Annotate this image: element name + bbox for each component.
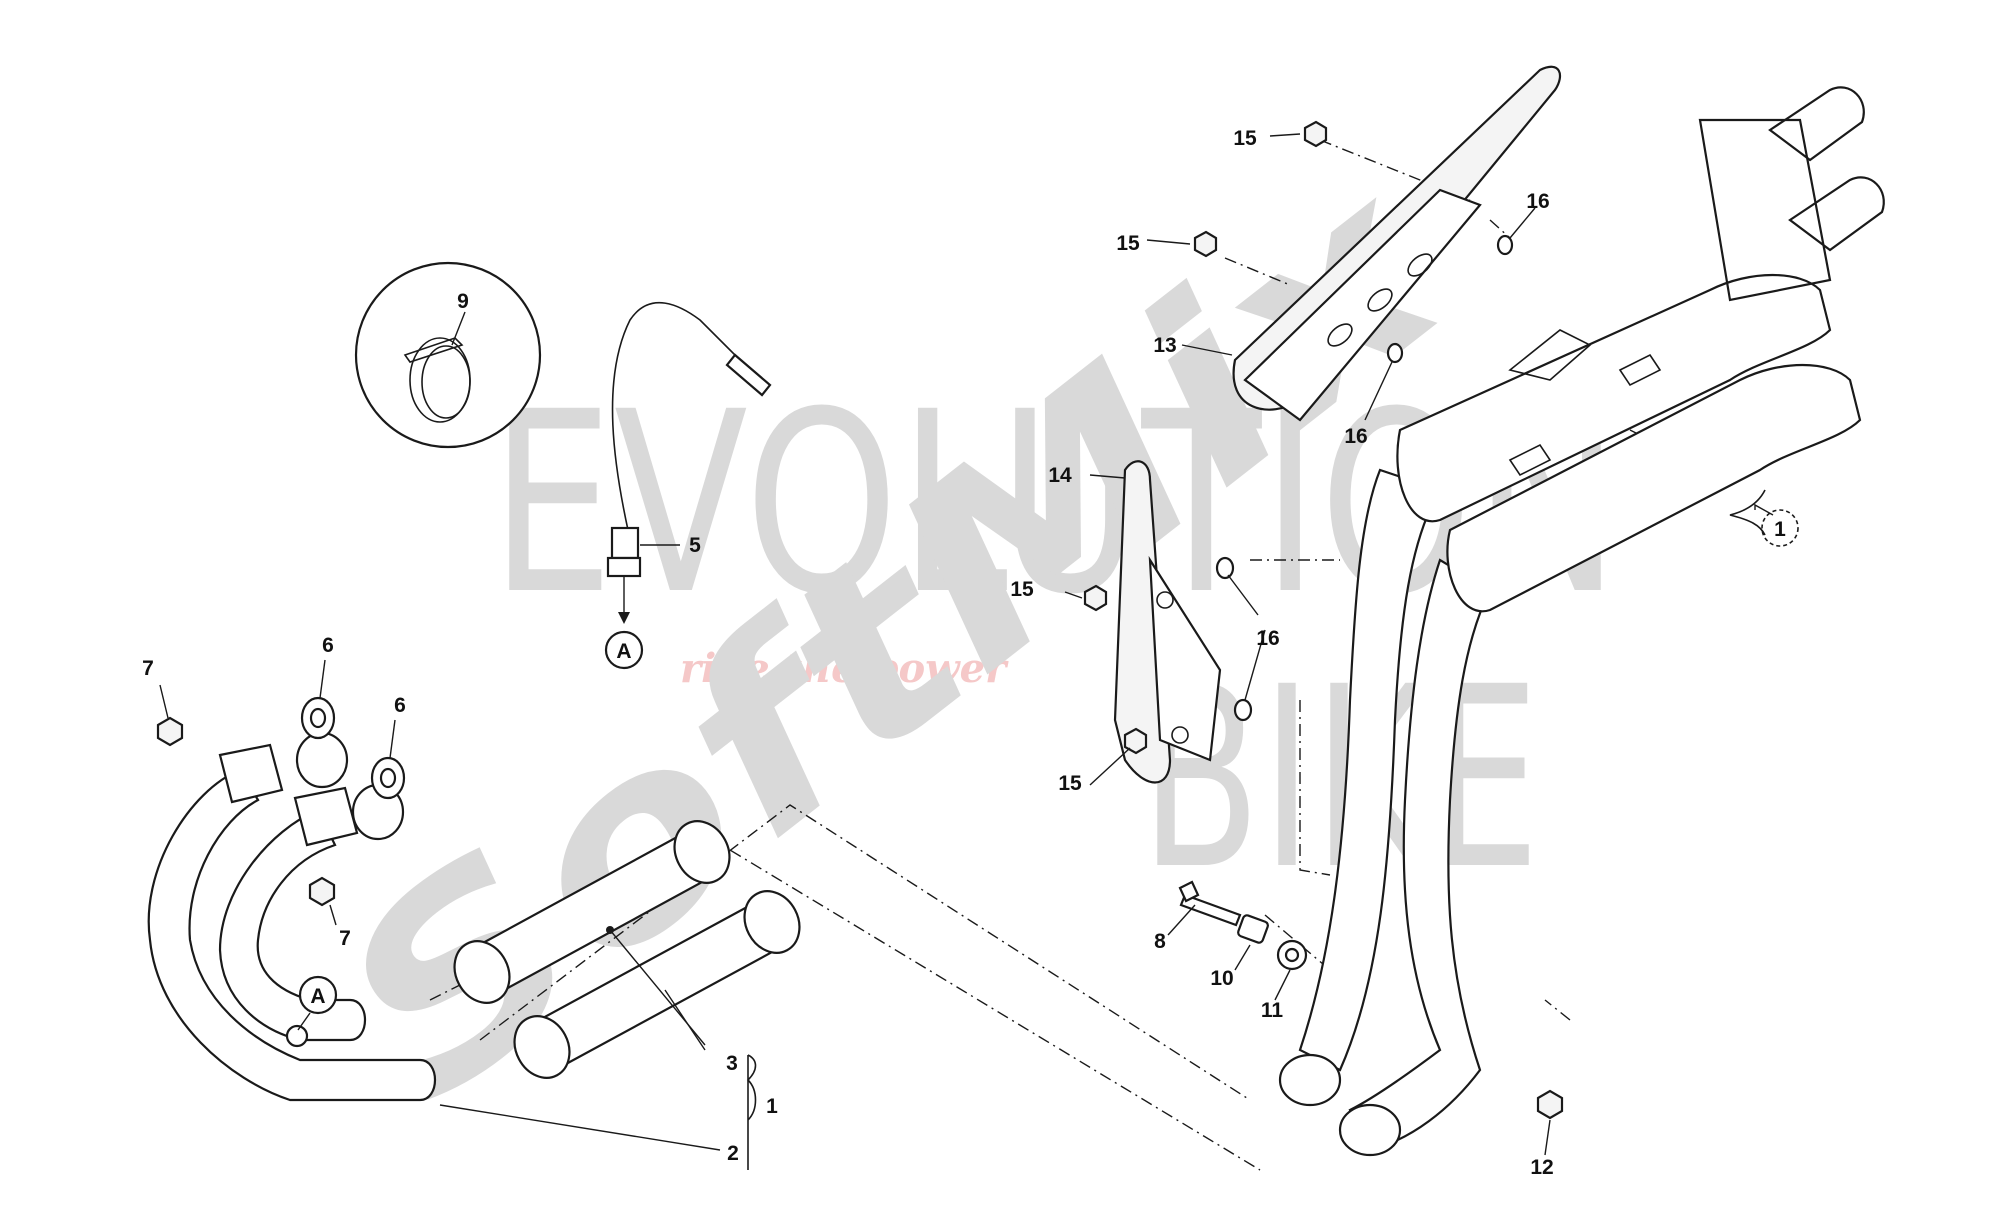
callout-7-upper: 7 [142,657,154,680]
callout-9: 9 [457,290,469,313]
ref-a-pipe-label: A [310,985,325,1008]
lambda-sensor [606,301,772,624]
callout-labels: 9 5 7 6 6 7 3 1 2 8 10 11 12 13 14 15 15… [142,127,1554,1179]
callout-11: 11 [1261,999,1284,1022]
callout-15-top: 15 [1233,127,1257,150]
callout-15-guard-lower: 15 [1058,772,1082,795]
heat-guard-14 [1113,460,1222,784]
callout-5: 5 [689,534,701,557]
callout-12: 12 [1530,1156,1553,1179]
callout-16-guard: 16 [1256,627,1279,650]
clamp-detail [354,261,542,449]
ref-a-pipe-circle [298,975,338,1015]
heat-shield-13 [1232,65,1562,422]
callout-10: 10 [1210,967,1233,990]
ref-1-circle-label: 1 [1774,518,1786,541]
ref-a-top-circle [604,630,644,670]
ref-a-top-label: A [616,640,631,663]
callout-15-mid: 15 [1116,232,1140,255]
callout-14: 14 [1048,464,1072,487]
rear-mufflers [1396,86,1885,613]
callout-15-guard-upper: 15 [1010,578,1034,601]
callout-13: 13 [1153,334,1176,357]
callout-7-lower: 7 [339,927,351,950]
callout-16-mid: 16 [1344,425,1367,448]
rear-collector-pipes [1278,468,1492,1157]
mid-silencers [453,820,801,1079]
gaskets-and-nuts [156,696,406,907]
ref-1-circle [1761,509,1799,547]
callout-8: 8 [1154,930,1166,953]
leader-lines [159,133,1774,1170]
fasteners [1083,120,1564,1120]
watermark-tagline: ride the power [680,645,1009,692]
reference-markers: A A 1 [297,509,1799,1031]
callout-16-top: 16 [1526,190,1549,213]
callout-3: 3 [726,1052,738,1075]
callout-2: 2 [727,1142,739,1165]
callout-1-side: 1 [766,1095,778,1118]
callout-6-upper: 6 [322,634,334,657]
callout-6-lower: 6 [394,694,406,717]
